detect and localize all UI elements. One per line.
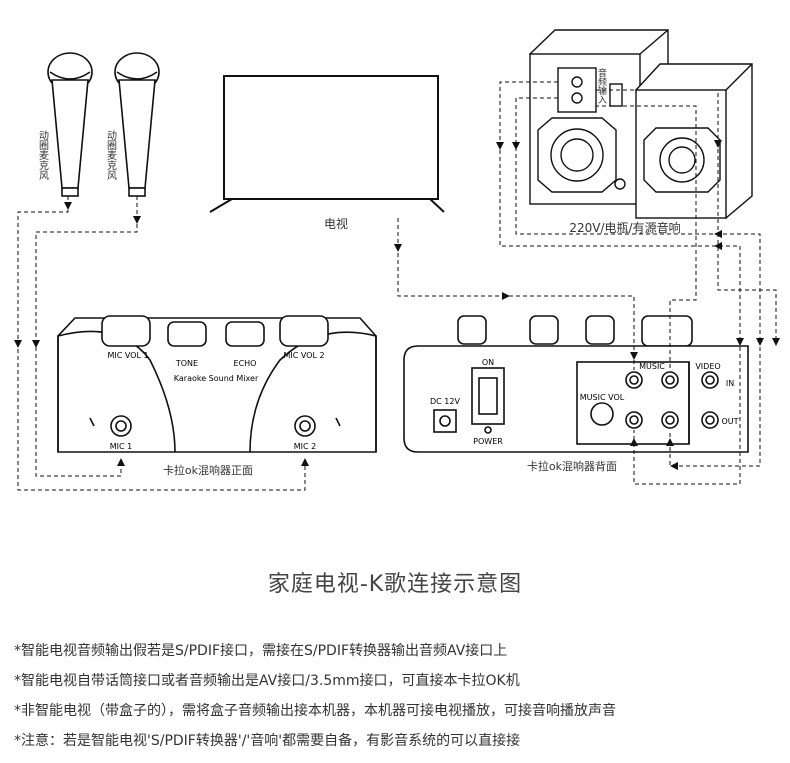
speaker-icon	[529, 29, 753, 220]
tv-icon	[209, 75, 445, 213]
connection-lines	[17, 81, 777, 491]
tv-label: 电视	[324, 216, 348, 231]
note-item: *智能电视自带话筒接口或者音频输出是AV接口/3.5mm接口，可直接本卡拉OK机	[14, 673, 520, 689]
back-music-vol-label: MUSIC VOL	[580, 393, 625, 402]
jack-label-mic-2: MIC 2	[294, 442, 316, 451]
speaker-input-label: 音频输入	[596, 67, 607, 104]
mixer-back-label: 卡拉ok混响器背面	[527, 459, 617, 473]
note-item: *注意：若是智能电视'S/PDIF转换器'/'音响'都需要自备，有影音系统的可以…	[14, 733, 521, 749]
mixer-front	[57, 315, 377, 453]
mixer-back	[403, 315, 749, 453]
knob-label-mic-vol-2: MIC VOL 2	[283, 351, 324, 360]
back-power-label: POWER	[473, 437, 503, 446]
back-on-label: ON	[482, 358, 494, 367]
microphone-1	[47, 52, 93, 197]
knob-label-mic-vol-1: MIC VOL 1	[107, 351, 148, 360]
note-item: *非智能电视（带盒子的），需将盒子音频输出接本机器，本机器可接电视播放，可接音响…	[14, 703, 616, 719]
microphone-2	[114, 52, 160, 197]
diagram-title: 家庭电视-K歌连接示意图	[267, 572, 523, 597]
mic-label-1: 动圈麦克风	[37, 130, 49, 181]
back-out-label: OUT	[721, 417, 738, 426]
back-video-label: VIDEO	[695, 362, 720, 371]
back-dc-label: DC 12V	[430, 397, 460, 406]
connection-diagram: 动圈麦克风 动圈麦克风 电视 音频输入 220V/电瓶/有源音响	[14, 29, 780, 491]
notes-list: *智能电视音频输出假若是S/PDIF接口，需接在S/PDIF转换器输出音频AV接…	[14, 636, 784, 756]
note-item: *智能电视音频输出假若是S/PDIF接口，需接在S/PDIF转换器输出音频AV接…	[14, 643, 508, 659]
mixer-front-label: 卡拉ok混响器正面	[163, 463, 253, 477]
back-music-label: MUSIC	[639, 362, 665, 371]
mixer-brand: Karaoke Sound Mixer	[174, 374, 259, 383]
back-in-label: IN	[726, 379, 734, 388]
knob-label-tone: TONE	[175, 359, 198, 368]
knob-label-echo: ECHO	[234, 359, 257, 368]
jack-label-mic-1: MIC 1	[110, 442, 132, 451]
connection-arrows	[14, 140, 780, 470]
speaker-label: 220V/电瓶/有源音响	[569, 220, 680, 235]
mic-label-2: 动圈麦克风	[105, 130, 117, 181]
